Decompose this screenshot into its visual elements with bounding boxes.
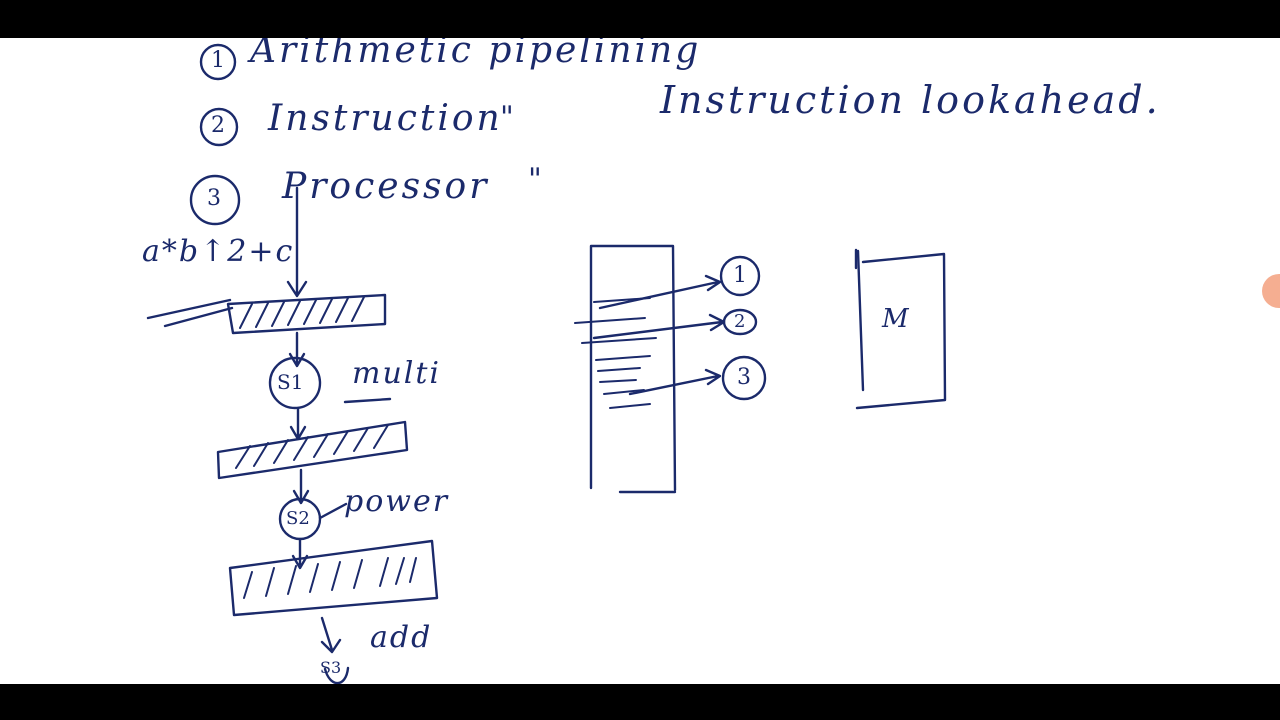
- arrow-to-s3: [320, 616, 342, 654]
- ditto-3: ": [528, 162, 544, 197]
- arrow-processor-down: [286, 186, 308, 298]
- latch-1-hatch: [239, 296, 365, 329]
- list-item-1: Arithmetic pipelining: [250, 38, 702, 71]
- latch-3-hatch: [243, 557, 417, 599]
- memory-label: M: [882, 304, 909, 334]
- stage-circle-1: [268, 356, 322, 410]
- sketch-layer: [146, 43, 947, 684]
- list-circle-1: [199, 43, 237, 81]
- tick-power: [318, 502, 348, 520]
- latch-2: [216, 420, 409, 480]
- stage-label-1: S1: [277, 370, 304, 394]
- list-num-2: 2: [211, 113, 225, 138]
- expression: a*b↑2+c: [142, 234, 295, 269]
- arrow-to-latch-2: [289, 406, 307, 441]
- queue-box: [589, 244, 677, 494]
- latch-3: [228, 539, 439, 617]
- list-num-3: 3: [207, 186, 221, 211]
- queue-num-1: 1: [733, 263, 747, 288]
- stage-label-2: S2: [286, 508, 310, 529]
- ditto-2: ": [500, 100, 516, 135]
- queue-entries: [574, 297, 657, 409]
- queue-circle-3: [721, 355, 767, 401]
- underline-multi: [343, 397, 392, 404]
- stage-circle-3: [323, 666, 350, 684]
- queue-arrows: [592, 274, 726, 396]
- arrow-to-s1: [288, 331, 306, 368]
- whiteboard: 1 Arithmetic pipelining 2 Instruction " …: [0, 38, 1280, 684]
- arrow-to-s2: [292, 468, 310, 505]
- list-item-2: Instruction: [268, 98, 503, 139]
- stage-name-1: multi: [352, 356, 442, 391]
- queue-num-2: 2: [734, 311, 746, 332]
- heading-lookahead: Instruction lookahead.: [660, 78, 1161, 122]
- queue-circle-2: [722, 308, 758, 336]
- queue-circle-1: [719, 255, 761, 297]
- list-circle-2: [199, 107, 239, 147]
- latch-2-hatch: [235, 424, 389, 469]
- list-item-3: Processor: [282, 166, 490, 207]
- stage-label-3: S3: [320, 658, 342, 677]
- latch-1: [226, 293, 387, 335]
- memory-box: [855, 249, 947, 410]
- list-circle-3: [189, 174, 241, 226]
- input-lines: [146, 298, 234, 328]
- floating-action-button[interactable]: [1262, 274, 1280, 308]
- list-num-1: 1: [211, 48, 225, 73]
- stage-name-2: power: [344, 484, 450, 519]
- stage-name-3: add: [370, 620, 433, 655]
- arrow-to-latch-3: [291, 537, 309, 570]
- queue-num-3: 3: [737, 365, 751, 390]
